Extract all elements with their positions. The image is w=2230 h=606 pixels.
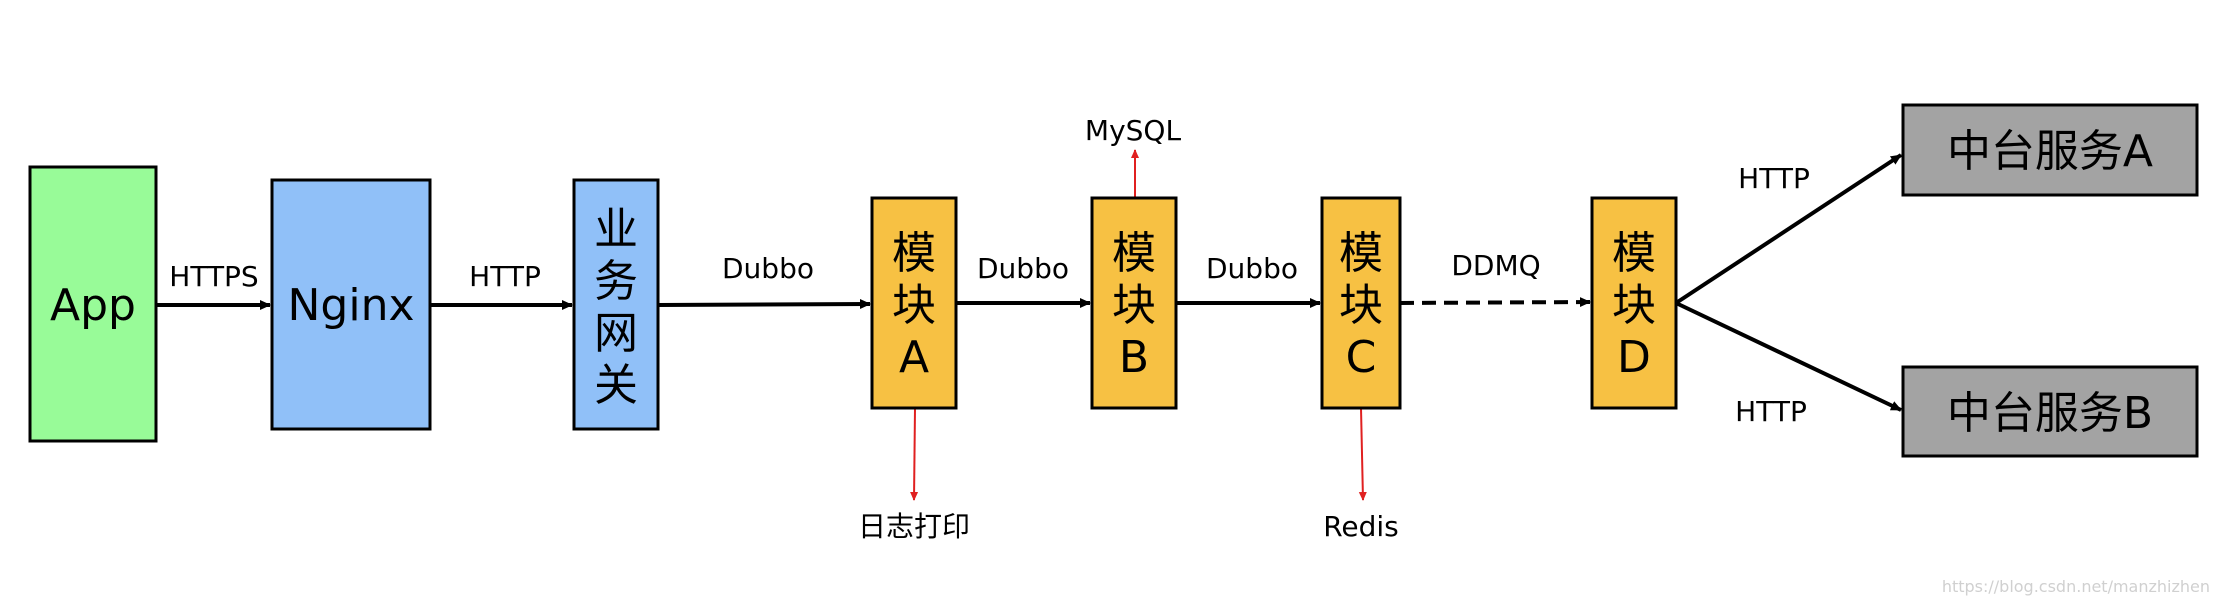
node-service-b: 中台服务B [1901, 365, 2199, 458]
node-module-d-char-3: D [1617, 332, 1651, 383]
node-module-d-char-1: 模 [1612, 228, 1656, 279]
edge-label-dubbo-gateway: Dubbo [722, 252, 814, 285]
watermark: https://blog.csdn.net/manzhizhen [1942, 577, 2210, 596]
edge-module-c-redis [1358, 407, 1367, 501]
node-module-a: 模 块 A [870, 196, 958, 410]
edge-label-http-service-b: HTTP [1735, 395, 1807, 428]
node-gateway-char-3: 网 [594, 308, 638, 359]
node-nginx: Nginx [270, 178, 432, 431]
node-module-a-char-3: A [899, 332, 929, 383]
edge-module-d-service-b [1675, 301, 1902, 412]
node-gateway-char-4: 关 [594, 360, 638, 411]
edge-label-dubbo-b-c: Dubbo [1206, 252, 1298, 285]
node-module-c-char-1: 模 [1339, 228, 1383, 279]
node-module-a-char-1: 模 [892, 228, 936, 279]
edge-label-https: HTTPS [169, 260, 258, 293]
edge-label-http-service-a: HTTP [1738, 162, 1810, 195]
edge-label-ddmq: DDMQ [1451, 249, 1540, 282]
node-module-c: 模 块 C [1320, 196, 1402, 410]
edge-label-http-nginx: HTTP [469, 260, 541, 293]
node-gateway-char-2: 务 [594, 256, 638, 307]
node-module-a-char-2: 块 [892, 280, 936, 331]
edge-gateway-module-a [657, 299, 871, 310]
node-nginx-label: Nginx [288, 280, 415, 331]
node-service-a: 中台服务A [1901, 103, 2199, 197]
node-module-d-char-2: 块 [1612, 280, 1656, 331]
node-app-label: App [50, 280, 136, 331]
node-module-d: 模 块 D [1590, 196, 1678, 410]
side-label-log: 日志打印 [858, 510, 970, 543]
node-module-b: 模 块 B [1090, 196, 1178, 410]
node-app: App [28, 165, 158, 443]
edge-module-c-module-d [1399, 297, 1591, 308]
node-service-a-label: 中台服务A [1947, 126, 2153, 177]
node-module-b-char-3: B [1119, 332, 1149, 383]
node-module-c-char-2: 块 [1339, 280, 1383, 331]
side-label-redis: Redis [1323, 510, 1399, 543]
node-gateway-char-1: 业 [594, 204, 638, 255]
edge-module-a-log [910, 407, 919, 501]
edge-label-dubbo-a-b: Dubbo [977, 252, 1069, 285]
node-module-b-char-2: 块 [1112, 280, 1156, 331]
node-module-b-char-1: 模 [1112, 228, 1156, 279]
edge-module-d-service-a [1674, 153, 1903, 305]
node-gateway: 业 务 网 关 [572, 178, 660, 431]
node-service-b-label: 中台服务B [1947, 388, 2153, 439]
node-module-c-char-3: C [1346, 332, 1377, 383]
side-label-mysql: MySQL [1085, 114, 1182, 147]
